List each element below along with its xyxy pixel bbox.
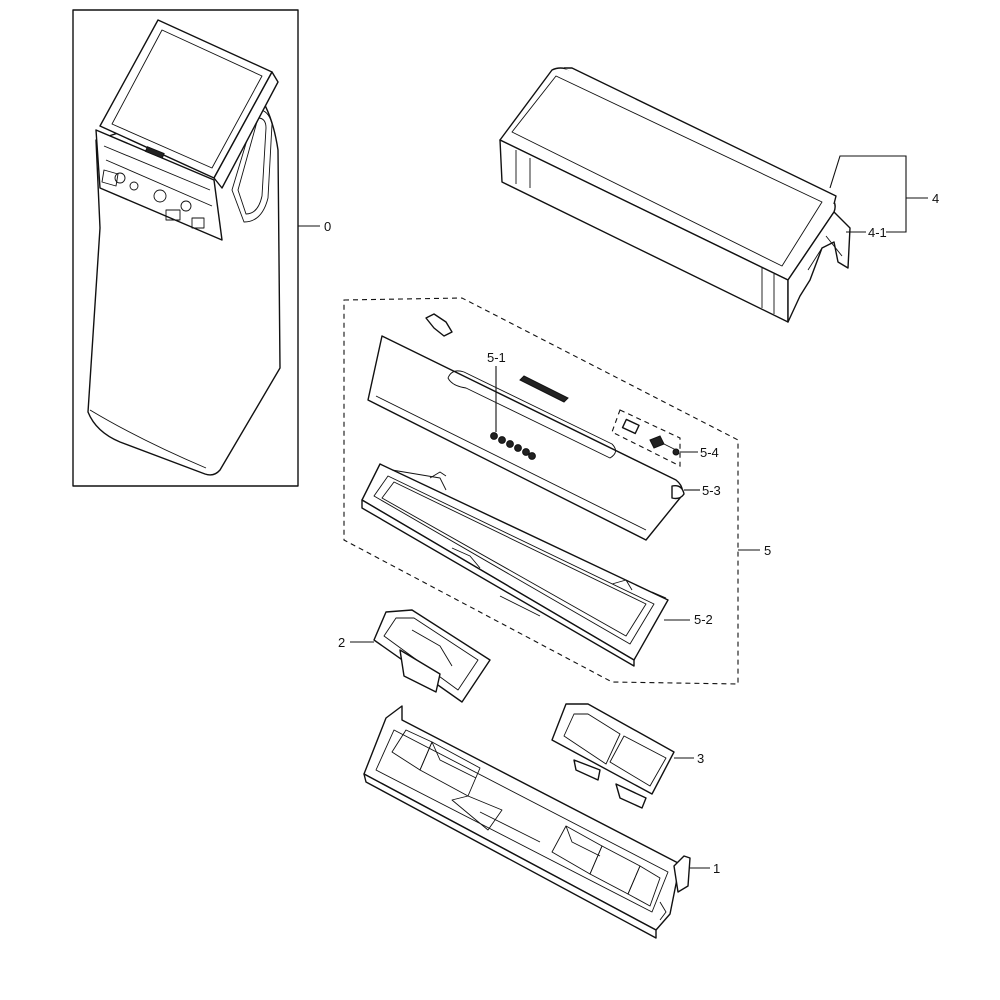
part-5-1-buttons: 5-1 bbox=[487, 350, 536, 460]
label-part-4-1: 4-1 bbox=[868, 225, 887, 240]
label-part-2: 2 bbox=[338, 635, 345, 650]
label-part-0: 0 bbox=[324, 219, 331, 234]
part-4-leader bbox=[829, 155, 907, 233]
label-part-5-1: 5-1 bbox=[487, 350, 506, 365]
part-5-2-panel-frame: 5-2 bbox=[361, 463, 713, 667]
label-part-5: 5 bbox=[764, 543, 771, 558]
part-0-washer-assembly: 0 bbox=[72, 9, 331, 487]
label-part-1: 1 bbox=[713, 861, 720, 876]
label-part-5-2: 5-2 bbox=[694, 612, 713, 627]
part-5-4-small-parts: 5-4 bbox=[611, 409, 719, 467]
part-4-lid: 4 4-1 bbox=[499, 67, 939, 323]
label-part-3: 3 bbox=[697, 751, 704, 766]
part-0-frame bbox=[72, 9, 299, 487]
label-part-5-3: 5-3 bbox=[702, 483, 721, 498]
part-5-3-panel-cover: 5-3 bbox=[367, 313, 721, 541]
part-5-group-outline bbox=[343, 297, 739, 685]
label-part-4: 4 bbox=[932, 191, 939, 206]
part-1-dispenser-housing: 1 bbox=[363, 705, 720, 939]
part-3-dispenser-drawer-double: 3 bbox=[551, 703, 704, 809]
label-part-5-4: 5-4 bbox=[700, 445, 719, 460]
part-2-dispenser-drawer: 2 bbox=[338, 609, 491, 703]
